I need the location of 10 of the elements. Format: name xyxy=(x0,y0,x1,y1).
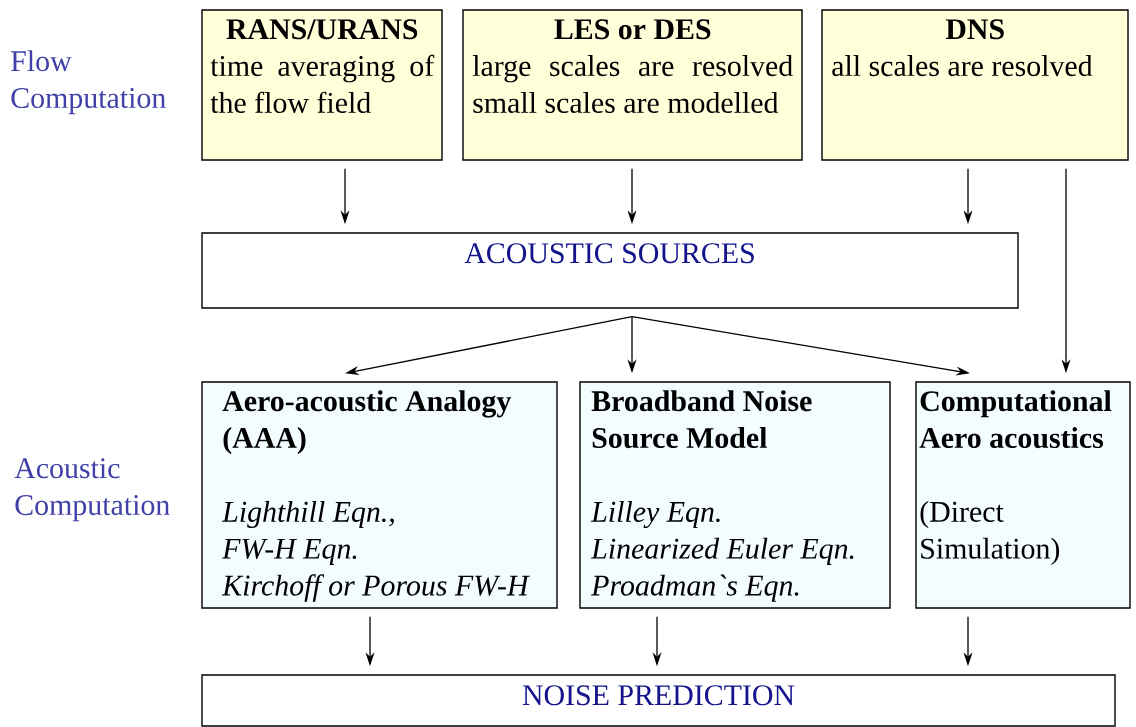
model-box: Computational Aero acoustics (Direct Simulation) xyxy=(915,381,1131,609)
method-box: LES or DES large scales are resolved small scales are modelled xyxy=(462,9,803,161)
side-label: Acoustic Computation xyxy=(14,458,170,522)
model-box: Aero-acoustic Analogy (AAA) Lighthill Eqn., FW-H Eqn. Kirchoff or Porous FW-H xyxy=(201,381,558,609)
stage-box: NOISE PREDICTION xyxy=(201,674,1116,727)
side-label: Flow Computation xyxy=(11,50,166,115)
model-box: Broadband Noise Source Model Lilley Eqn. Linearized Euler Eqn. Proadman`s Eqn. xyxy=(579,381,891,609)
stage-box: ACOUSTIC SOURCES xyxy=(201,232,1019,309)
method-box: DNS all scales are resolved xyxy=(821,9,1129,161)
method-box: RANS/URANS time averaging of the flow field xyxy=(201,9,443,161)
